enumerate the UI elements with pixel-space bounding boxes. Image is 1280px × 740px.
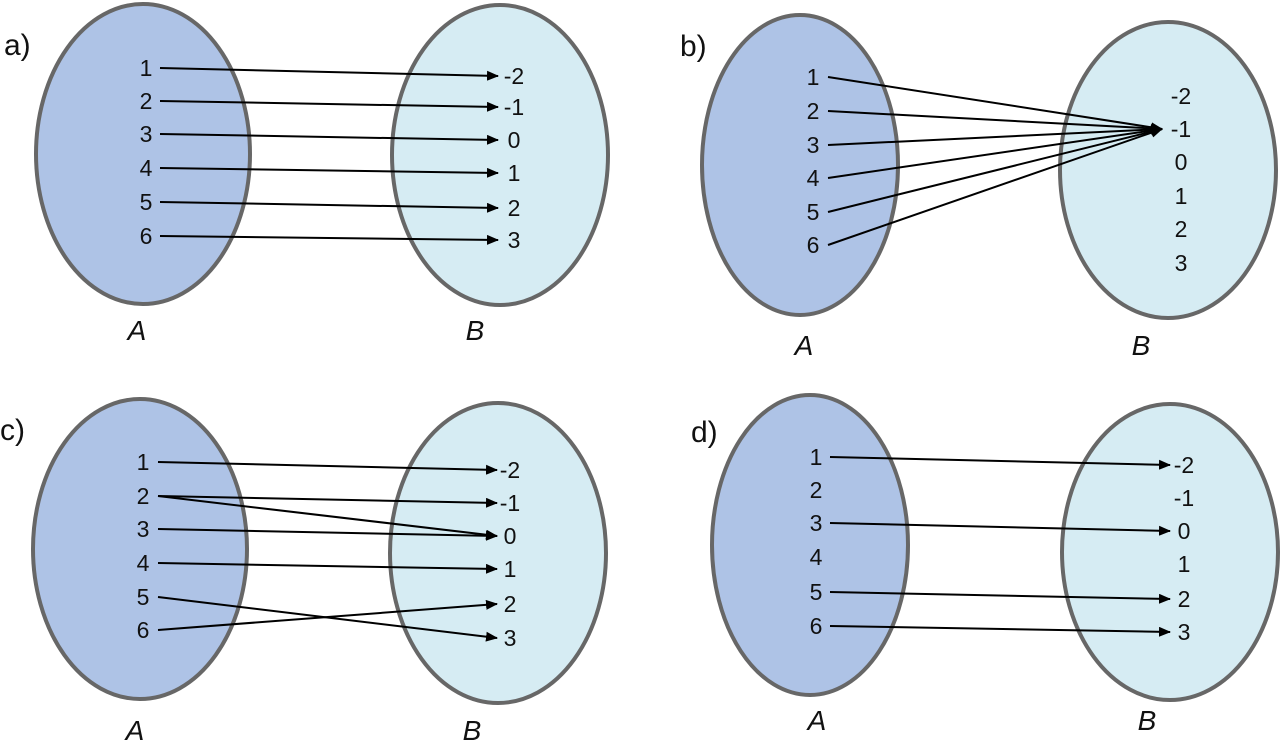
codomain-set-name: B: [1132, 330, 1151, 361]
mapping-arrow-2-to--1: [159, 100, 499, 112]
panel-label: c): [0, 414, 25, 447]
codomain-element: -2: [500, 457, 520, 483]
codomain-set-ellipse: [388, 401, 608, 705]
codomain-element: -1: [500, 490, 520, 516]
codomain-element: 3: [508, 227, 521, 253]
domain-element: 1: [807, 64, 820, 90]
domain-element: 6: [137, 617, 150, 643]
mapping-arrow-3-to-0: [159, 133, 499, 145]
panel-b: b) 1 2 3 4 5 6 -2 -1 0 1 2 3A B: [680, 13, 1278, 361]
codomain-element: 2: [1178, 586, 1191, 612]
codomain-element: 0: [1175, 149, 1188, 175]
codomain-element: 3: [504, 625, 517, 651]
domain-element: 5: [807, 199, 820, 225]
codomain-element: -2: [1171, 83, 1191, 109]
panel-c: c) 1 2 3 4 5 6 -2 -1 0 1 2 3A B: [0, 397, 608, 740]
domain-element: 2: [140, 88, 153, 114]
codomain-element: 2: [508, 195, 521, 221]
mapping-arrow-1-to--2: [159, 67, 499, 81]
mapping-arrow-5-to-2: [159, 201, 499, 213]
domain-set-name: A: [806, 705, 827, 736]
domain-element: 3: [140, 121, 153, 147]
mapping-arrow-6-to-3: [159, 234, 499, 245]
codomain-element: -1: [1174, 485, 1194, 511]
domain-element: 1: [810, 444, 823, 470]
domain-element: 6: [140, 223, 153, 249]
domain-element: 1: [137, 449, 150, 475]
domain-set-ellipse: [700, 13, 900, 317]
panel-label: a): [4, 29, 31, 62]
mapping-arrow-4-to-1: [159, 167, 499, 178]
mapping-arrow-3-to--1: [827, 124, 1163, 146]
mapping-arrow-2-to--1: [157, 495, 498, 508]
codomain-element: 3: [1178, 619, 1191, 645]
codomain-set-ellipse: [1058, 20, 1278, 320]
mapping-arrow-3-to-0: [829, 522, 1171, 536]
mapping-arrow-6-to-2: [157, 599, 498, 631]
mapping-arrow-2-to--1: [827, 110, 1163, 134]
codomain-element: 2: [504, 591, 517, 617]
domain-element: 2: [807, 98, 820, 124]
mapping-arrow-4-to--1: [827, 125, 1163, 179]
mapping-arrow-6-to--1: [827, 127, 1163, 246]
domain-element: 4: [140, 155, 153, 181]
mapping-arrow-3-to-0: [157, 528, 498, 541]
domain-set-ellipse: [34, 2, 252, 306]
domain-element: 3: [137, 516, 150, 542]
domain-set-name: A: [124, 715, 145, 740]
mapping-arrow-1-to--1: [827, 76, 1163, 133]
domain-element: 6: [807, 232, 820, 258]
domain-set-ellipse: [710, 393, 910, 697]
domain-element: 4: [807, 165, 820, 191]
mapping-arrow-1-to--2: [157, 461, 498, 475]
domain-element: 3: [810, 510, 823, 536]
domain-element: 4: [137, 550, 150, 576]
domain-set-name: A: [793, 330, 814, 361]
domain-set-name: A: [126, 315, 147, 346]
codomain-set-name: B: [466, 315, 485, 346]
panel-label: d): [691, 416, 718, 449]
domain-element: 1: [140, 55, 153, 81]
mapping-arrow-1-to--2: [829, 456, 1171, 470]
codomain-element: 3: [1175, 250, 1188, 276]
domain-set-ellipse: [31, 397, 249, 701]
domain-element: 2: [810, 477, 823, 503]
domain-element: 5: [137, 584, 150, 610]
codomain-element: 0: [504, 523, 517, 549]
codomain-element: 0: [1178, 518, 1191, 544]
codomain-set-name: B: [463, 715, 482, 740]
codomain-element: 1: [508, 160, 521, 186]
codomain-element: -1: [1171, 116, 1191, 142]
mapping-arrow-5-to-2: [829, 591, 1171, 604]
codomain-element: -2: [1174, 452, 1194, 478]
mapping-arrow-5-to--1: [827, 126, 1163, 213]
codomain-set-ellipse: [1060, 402, 1280, 702]
domain-element: 5: [810, 579, 823, 605]
codomain-element: 1: [1175, 183, 1188, 209]
mapping-arrow-2-to-0: [157, 495, 498, 540]
codomain-element: -1: [504, 94, 524, 120]
codomain-element: 0: [508, 127, 521, 153]
domain-element: 3: [807, 132, 820, 158]
codomain-element: -2: [504, 63, 524, 89]
codomain-element: 1: [1178, 551, 1191, 577]
mapping-arrow-6-to-3: [829, 625, 1171, 637]
mapping-arrow-4-to-1: [157, 562, 498, 574]
codomain-set-name: B: [1138, 705, 1157, 736]
codomain-set-ellipse: [390, 3, 610, 307]
domain-element: 5: [140, 189, 153, 215]
codomain-element: 2: [1175, 216, 1188, 242]
panel-d: d) 1 2 3 4 5 6 -2 -1 0 1 2 3A B: [691, 393, 1280, 736]
codomain-element: 1: [504, 556, 517, 582]
panel-label: b): [680, 30, 707, 63]
domain-element: 2: [137, 483, 150, 509]
panel-a: a) 1 2 3 4 5 6 -2 -1 0 1 2 3A B: [4, 2, 610, 346]
domain-element: 4: [810, 544, 823, 570]
domain-element: 6: [810, 613, 823, 639]
